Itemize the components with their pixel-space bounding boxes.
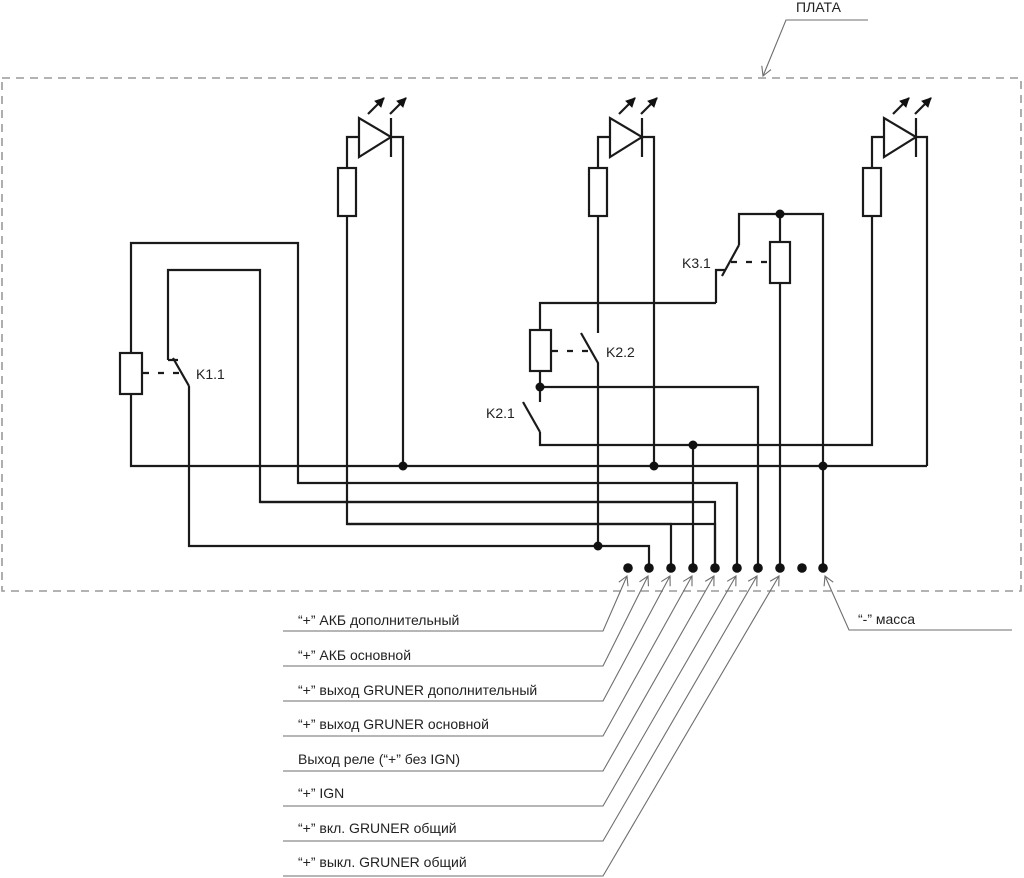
pin-label-2: “+” АКБ основной [298,647,411,663]
led-indicator-3 [538,97,932,466]
board-outline [1,77,1022,592]
pin-label-5: Выход реле (“+” без IGN) [298,751,460,767]
pin-leader-line [283,575,671,702]
pin-leader-line [283,574,629,632]
pin-leaders [283,574,780,877]
pin-label-8: “+” выкл. GRUNER общий [298,854,467,870]
connector-pin [775,563,785,573]
connector-pin [710,563,720,573]
switch-k1-1 [168,357,190,387]
relay-k3-coil [768,240,792,285]
connector-pin [623,563,633,573]
led-indicator-2 [587,97,658,466]
board-label-leader [761,19,868,78]
relay-contact-k2-1-label: K2.1 [486,405,515,421]
connector-pin [797,563,807,573]
connector-pin [818,563,828,573]
relay-k2: K2.2 K2.1 [486,301,760,568]
led-indicator-1 [336,97,717,568]
led-diode-icon [882,116,919,159]
pin-leader-line [283,575,693,737]
pin-leader-line [283,575,715,772]
relay-k1: K1.1 [118,241,927,568]
connector-pin [753,563,763,573]
connector-pin [732,563,742,573]
pin-label-7: “+” вкл. GRUNER общий [298,820,457,836]
ground-leader [823,574,1012,631]
junctions [398,209,828,551]
ground-label: “-” масса [858,611,915,627]
pin-labels: “+” АКБ дополнительный “+” АКБ основной … [298,612,537,870]
switch-k2-1 [522,401,541,433]
resistor-led-2 [587,166,609,218]
relay-contact-k2-2-label: K2.2 [606,344,635,360]
relay-k3: K3.1 [682,212,825,568]
pin-label-3: “+” выход GRUNER дополнительный [298,682,537,698]
relay-contact-k1-1-label: K1.1 [196,366,225,382]
pin-leader-line [283,575,737,807]
relay-k1-coil [118,351,144,396]
switch-k3-1 [721,244,740,277]
relay-contact-k3-1-label: K3.1 [682,255,711,271]
connector-pin [688,563,698,573]
pin-leader-line [283,575,780,877]
pin-label-1: “+” АКБ дополнительный [298,612,459,628]
pin-label-6: “+” IGN [298,785,344,801]
pin-label-4: “+” выход GRUNER основной [298,716,489,732]
led-diode-icon [357,116,394,159]
relay-k2-coil [528,328,553,373]
connector-pin [644,563,654,573]
switch-k2-2 [580,332,600,546]
board-label: ПЛАТА [796,0,842,15]
led-diode-icon [608,116,645,159]
resistor-led-1 [336,166,358,218]
resistor-led-3 [861,166,883,218]
pin-leader-line [283,574,649,667]
pin-leader-line [283,575,758,842]
connector-pin [666,563,676,573]
connector-pins [623,563,828,573]
